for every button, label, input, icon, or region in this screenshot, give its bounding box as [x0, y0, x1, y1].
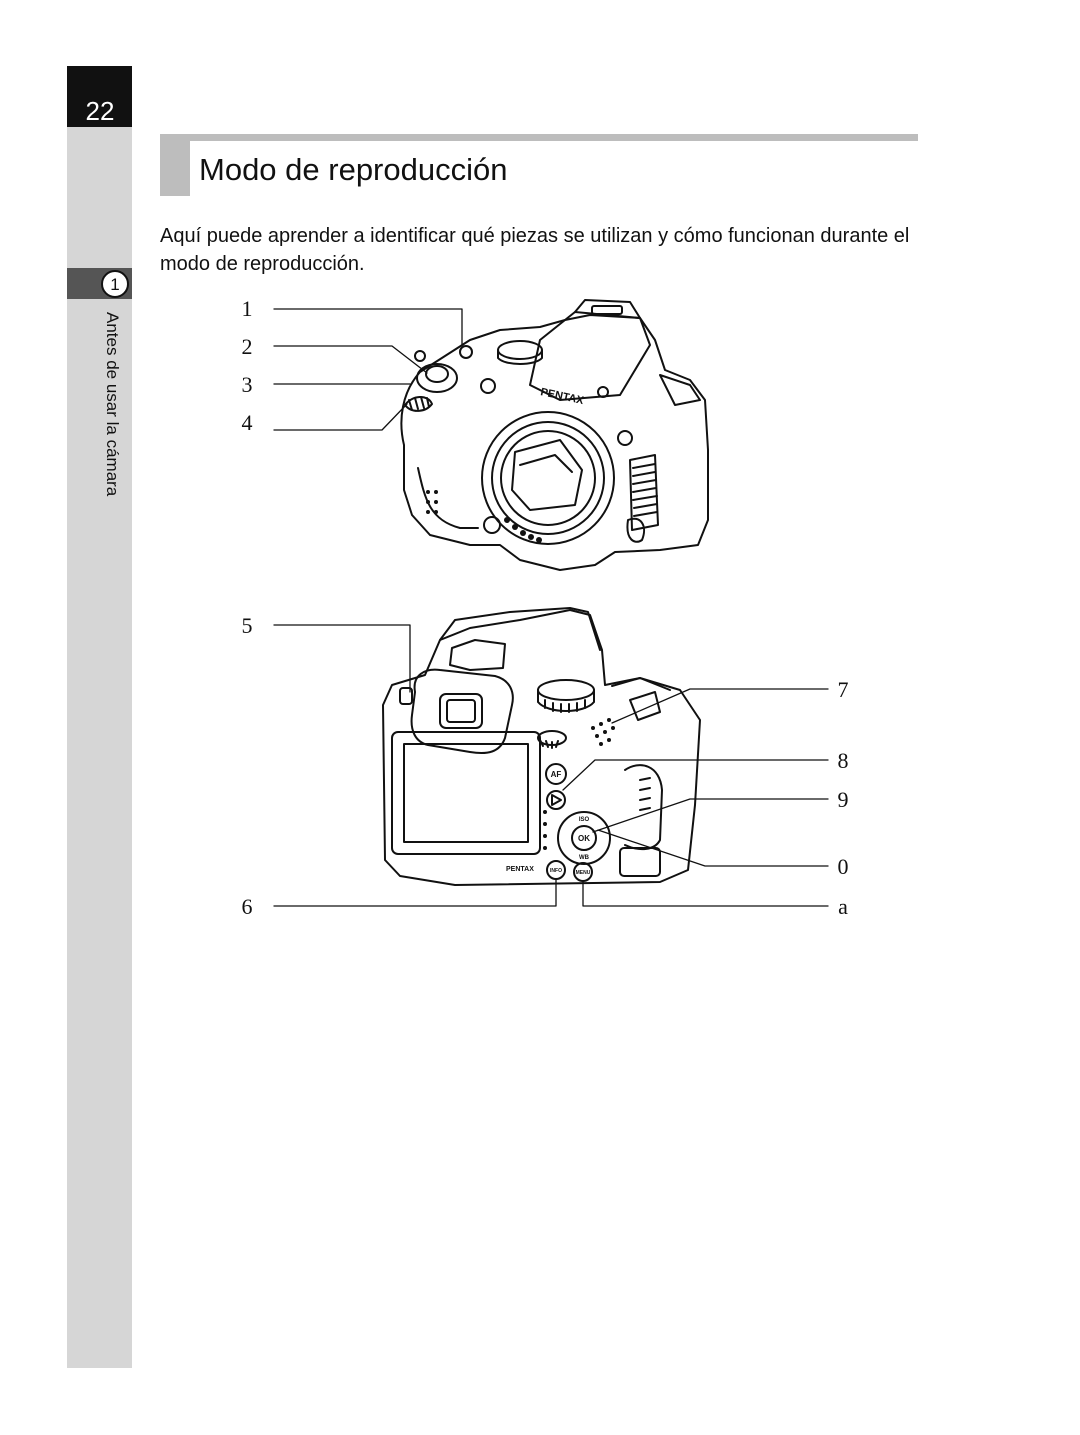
page-title: Modo de reproducción [199, 152, 508, 187]
callout-lines [273, 308, 829, 907]
menu-button: MENU [576, 870, 591, 876]
brand-label-back: PENTAX [506, 866, 534, 873]
wb-button: WB [579, 855, 590, 861]
callout-1: 1 [242, 296, 253, 321]
iso-button: ISO [579, 817, 590, 823]
intro-paragraph: Aquí puede aprender a identificar qué pi… [160, 225, 910, 275]
brand-label-front: PENTAX [539, 386, 585, 407]
ok-button: OK [578, 834, 590, 843]
page-number: 22 [85, 96, 115, 126]
callout-2: 2 [242, 334, 253, 359]
camera-back-illustration [382, 607, 701, 886]
callout-3: 3 [242, 372, 253, 397]
af-button: AF [551, 770, 562, 779]
chapter-number: 1 [101, 270, 129, 298]
camera-front-illustration [400, 299, 709, 571]
callout-6: 6 [242, 894, 253, 919]
callout-0: 0 [838, 854, 849, 879]
callout-8: 8 [838, 748, 849, 773]
heading-marker [160, 141, 190, 196]
heading-rule [160, 134, 918, 141]
info-button: INFO [550, 868, 562, 874]
callout-5: 5 [242, 613, 253, 638]
callout-9: 9 [838, 787, 849, 812]
callout-a: a [838, 894, 848, 919]
callout-7: 7 [838, 677, 849, 702]
callout-4: 4 [242, 410, 253, 435]
page-number-box [67, 66, 132, 127]
